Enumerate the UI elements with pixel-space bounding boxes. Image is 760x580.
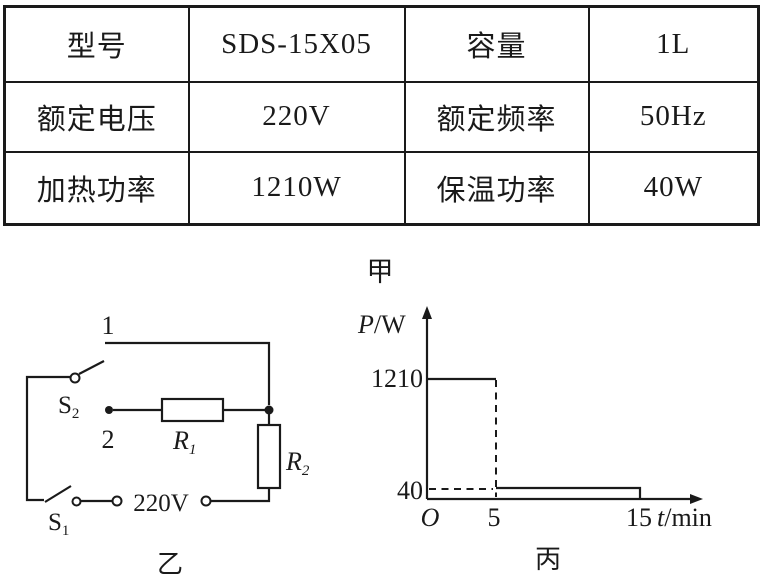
keepwarm-power-line bbox=[496, 486, 642, 498]
spec-label-model: 型号 bbox=[3, 5, 190, 83]
resistor-r2-label: R2 bbox=[285, 447, 310, 479]
spec-value-heating-power: 1210W bbox=[187, 150, 406, 226]
spec-label-heating-power: 加热功率 bbox=[3, 150, 190, 226]
terminal-1-label: 1 bbox=[102, 311, 115, 340]
table-row: 额定电压 220V 额定频率 50Hz bbox=[3, 80, 760, 153]
spec-value-keepwarm-power: 40W bbox=[587, 150, 760, 226]
resistor-r2-body bbox=[256, 423, 282, 490]
switch-s2-blade bbox=[78, 360, 105, 375]
switch-s2-pivot bbox=[69, 372, 81, 384]
x-tick-5: 5 bbox=[488, 503, 501, 532]
x-tick-15: 15 bbox=[626, 503, 652, 532]
x-axis-label: t/min bbox=[657, 503, 712, 532]
switch-s1-contact bbox=[71, 496, 82, 507]
spec-label-keepwarm-power: 保温功率 bbox=[403, 150, 590, 226]
spec-value-model: SDS-15X05 bbox=[187, 5, 406, 83]
wire-left-branch bbox=[25, 375, 70, 502]
terminal-2-dot bbox=[105, 406, 113, 414]
x-axis-arrow bbox=[690, 494, 703, 504]
y-tick-40: 40 bbox=[397, 476, 423, 505]
spec-value-rated-frequency: 50Hz bbox=[587, 80, 760, 153]
switch-s1-label: S1 bbox=[48, 509, 69, 539]
spec-label-capacity: 容量 bbox=[403, 5, 590, 83]
spec-value-capacity: 1L bbox=[587, 5, 760, 83]
y-axis-arrow bbox=[422, 306, 432, 319]
resistor-r1-label: R1 bbox=[172, 426, 196, 458]
circuit-caption-yi: 乙 bbox=[157, 550, 183, 579]
wire-top-terminal1 bbox=[105, 341, 271, 405]
spec-label-rated-voltage: 额定电压 bbox=[3, 80, 190, 153]
table-row: 型号 SDS-15X05 容量 1L bbox=[3, 5, 760, 83]
origin-label: O bbox=[421, 503, 440, 532]
y-axis-label: P/W bbox=[357, 310, 406, 339]
circuit-diagram: 1 S2 2 R1 R2 220V S1 乙 bbox=[25, 311, 310, 579]
source-terminal-left bbox=[111, 495, 123, 507]
junction-dot bbox=[264, 405, 274, 415]
y-tick-1210: 1210 bbox=[371, 364, 423, 393]
spec-value-rated-voltage: 220V bbox=[187, 80, 406, 153]
table-caption-jia: 甲 bbox=[366, 257, 394, 287]
switch-s2-label: S2 bbox=[58, 392, 79, 422]
power-time-graph: P/W 1210 40 O 5 15 t/min 丙 bbox=[357, 306, 712, 574]
terminal-2-label: 2 bbox=[102, 425, 115, 454]
table-row: 加热功率 1210W 保温功率 40W bbox=[3, 150, 760, 226]
switch-s1-blade bbox=[44, 485, 72, 503]
source-terminal-right bbox=[200, 495, 212, 507]
spec-label-rated-frequency: 额定频率 bbox=[403, 80, 590, 153]
resistor-r1-body bbox=[160, 397, 225, 423]
graph-caption-bing: 丙 bbox=[535, 545, 561, 574]
wire-r2-to-source bbox=[211, 488, 271, 503]
spec-table: 型号 SDS-15X05 容量 1L 额定电压 220V 额定频率 50Hz 加… bbox=[3, 5, 760, 226]
source-voltage-label: 220V bbox=[133, 490, 189, 517]
